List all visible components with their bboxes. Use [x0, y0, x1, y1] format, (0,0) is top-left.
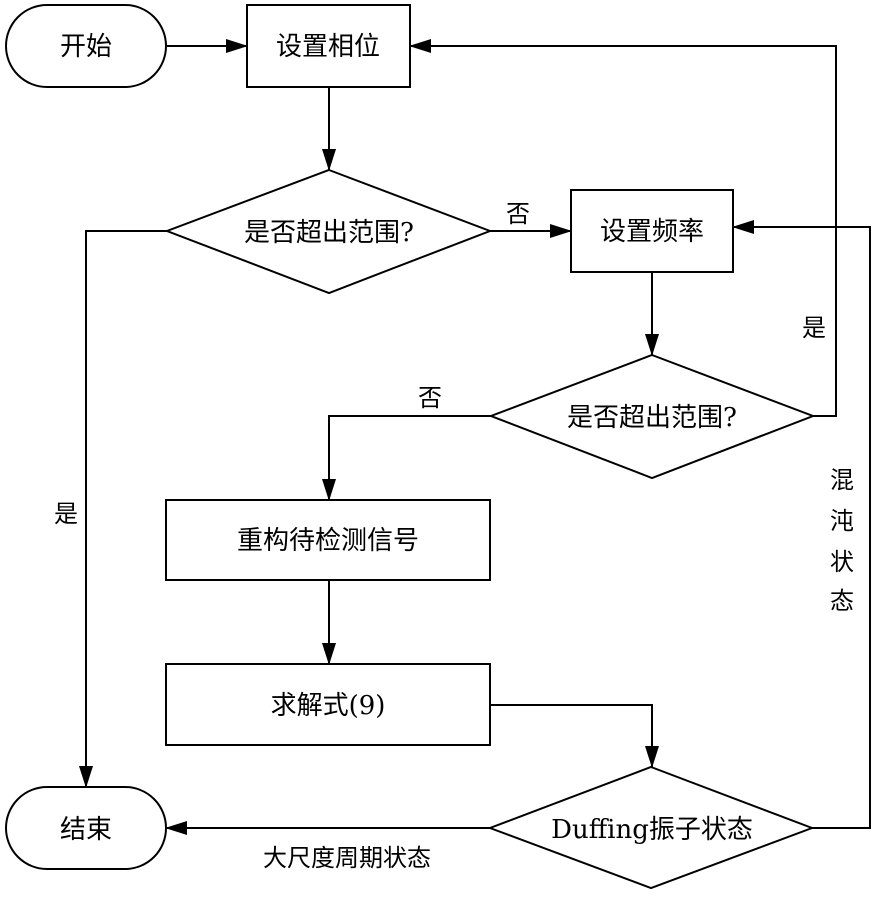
edge-freq-check-to-reconstruct: [322, 415, 491, 501]
node-end: 结束: [5, 786, 167, 870]
node-set-phase-label: 设置相位: [276, 32, 380, 62]
node-start-label: 开始: [60, 32, 112, 62]
node-duffing-state: Duffing振子状态: [487, 765, 815, 890]
edge-label-chaos-char: 沌: [830, 507, 854, 535]
edge-label-chaos-char: 态: [830, 587, 854, 615]
node-phase-check-label: 是否超出范围?: [244, 218, 414, 248]
edge-label-freq-yes: 是: [802, 314, 826, 342]
node-reconstruct: 重构待检测信号: [165, 499, 491, 581]
edge-label-chaos-char: 状: [830, 548, 854, 576]
node-start: 开始: [5, 4, 167, 88]
edge-label-phase-yes: 是: [54, 500, 78, 528]
edge-freq-check-to-set-phase: [409, 39, 837, 417]
edge-label-chaos: 混 沌 状 态: [830, 466, 854, 615]
node-phase-check: 是否超出范围?: [164, 168, 493, 295]
node-solve-label: 求解式(9): [271, 691, 386, 721]
node-set-freq: 设置频率: [570, 189, 734, 273]
node-freq-check-label: 是否超出范围?: [567, 403, 737, 433]
edge-label-chaos-char: 混: [830, 466, 854, 494]
node-end-label: 结束: [60, 815, 112, 845]
edge-duffing-to-set-freq: [732, 220, 871, 829]
node-reconstruct-label: 重构待检测信号: [237, 526, 419, 556]
edge-solve-to-duffing-state: [490, 704, 659, 768]
node-set-phase: 设置相位: [246, 4, 411, 88]
node-freq-check: 是否超出范围?: [488, 353, 816, 480]
edge-label-large-scale-periodic: 大尺度周期状态: [263, 844, 431, 872]
node-duffing-state-label: Duffing振子状态: [551, 815, 753, 845]
node-solve: 求解式(9): [165, 663, 491, 746]
edge-label-freq-no: 否: [418, 384, 442, 412]
edge-label-phase-no: 否: [506, 200, 530, 228]
edge-phase-check-to-end: [79, 230, 167, 788]
node-set-freq-label: 设置频率: [600, 217, 704, 247]
